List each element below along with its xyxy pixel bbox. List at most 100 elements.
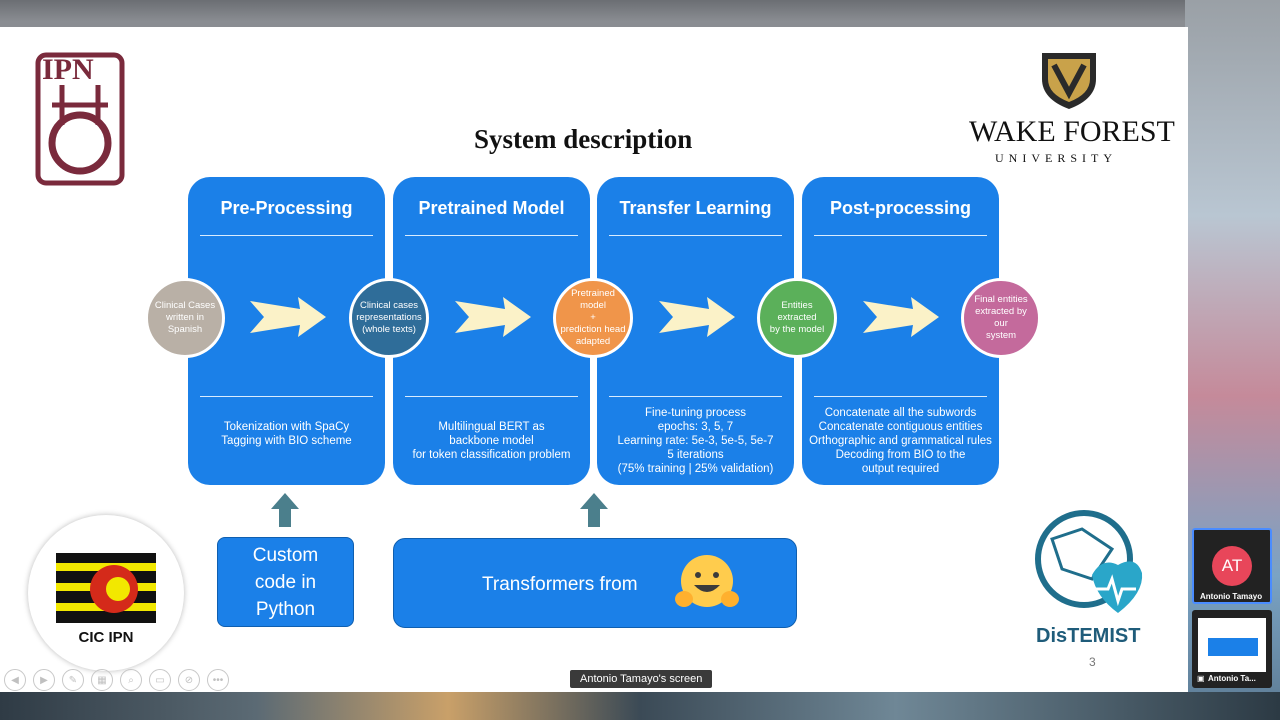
up-arrow-icon — [580, 493, 608, 527]
column-text-line: 5 iterations — [667, 449, 724, 461]
column-text-line: for token classification problem — [412, 449, 571, 461]
subtitles-icon: ▭ — [155, 674, 165, 686]
circle-line: Clinical cases — [359, 300, 419, 311]
python-box-line: Custom — [252, 544, 319, 566]
column-text-line: backbone model — [449, 435, 534, 447]
participant-tile-antonio[interactable]: Antonio Tamayo — [1192, 528, 1272, 604]
column-text: Tokenization with SpaCy Tagging with BIO… — [194, 420, 379, 448]
column-text-line: Tokenization with SpaCy — [223, 421, 350, 433]
column-text-line: Tagging with BIO scheme — [221, 435, 352, 447]
participant-name: Antonio Ta... — [1208, 674, 1256, 683]
column-text-line: Learning rate: 5e-3, 5e-5, 5e-7 — [617, 435, 774, 447]
subtitles-button[interactable]: ▭ — [149, 669, 171, 691]
thumbnail-slide-blocks — [1208, 638, 1258, 656]
zoom-icon: ⌕ — [128, 674, 134, 686]
divider — [609, 235, 782, 236]
participant-tile-screen[interactable]: ▣ Antonio Ta... — [1192, 610, 1272, 688]
cic-ipn-logo: CIC IPN — [28, 515, 184, 671]
screen-share-icon: ▣ — [1197, 674, 1205, 683]
distemist-label: DisTEMIST — [1036, 625, 1141, 647]
pen-icon: ✎ — [68, 674, 78, 686]
divider — [200, 235, 373, 236]
cic-ipn-label: CIC IPN — [78, 629, 134, 646]
divider — [405, 235, 578, 236]
flow-arrow-icon — [250, 297, 326, 337]
more-icon: ••• — [212, 674, 224, 686]
shared-slide: IPN WAKE FOREST UNIVERSITY System descri… — [0, 27, 1188, 692]
flow-arrow-icon — [455, 297, 531, 337]
participant-name: Antonio Tamayo — [1200, 592, 1263, 601]
circle-line: Spanish — [167, 324, 203, 335]
distemist-logo: DisTEMIST — [1030, 509, 1150, 654]
circle-line: by the model — [769, 324, 825, 335]
slides-button[interactable]: ▦ — [91, 669, 113, 691]
prev-slide-button[interactable]: ◀ — [4, 669, 26, 691]
screen-share-caption: Antonio Tamayo's screen — [570, 670, 713, 688]
divider — [609, 396, 782, 397]
circle-line: adapted — [575, 336, 611, 347]
circle-line: Pretrained — [571, 288, 615, 299]
chevron-right-icon: ▶ — [40, 674, 48, 686]
ipn-logo-text: IPN — [42, 53, 94, 86]
column-text-line: Fine-tuning process — [645, 407, 746, 419]
slides-icon: ▦ — [97, 674, 107, 686]
circle-line: prediction head — [560, 324, 626, 335]
column-text-line: epochs: 3, 5, 7 — [657, 421, 734, 433]
circle-line: (whole texts) — [362, 324, 416, 335]
column-heading: Pretrained Model — [418, 198, 565, 218]
column-text-line: Decoding from BIO to the — [835, 449, 966, 461]
python-box-line: code in — [254, 571, 317, 593]
transformers-box: Transformers from — [393, 538, 797, 628]
flow-arrow-icon — [659, 297, 735, 337]
column-text-line: Concatenate contiguous entities — [818, 421, 983, 433]
custom-python-box: Custom code in Python — [217, 537, 354, 627]
hugging-face-icon — [675, 555, 739, 607]
more-options-button[interactable]: ••• — [207, 669, 229, 691]
python-box-line: Python — [255, 598, 316, 620]
zoom-button[interactable]: ⌕ — [120, 669, 142, 691]
column-text: Concatenate all the subwords Concatenate… — [808, 406, 993, 476]
column-heading: Pre-Processing — [220, 198, 353, 218]
up-arrow-icon — [271, 493, 299, 527]
column-heading: Transfer Learning — [619, 198, 772, 218]
circle-line: model — [580, 300, 606, 311]
circle-line: representations — [356, 312, 422, 323]
circle-line: extracted by our — [975, 306, 1027, 329]
globe-heart-icon — [1035, 510, 1143, 613]
chevron-left-icon: ◀ — [11, 674, 19, 686]
avatar: AT — [1212, 546, 1252, 586]
column-text-line: Multilingual BERT as — [438, 421, 545, 433]
divider — [814, 396, 987, 397]
circle-line: written in — [165, 312, 204, 323]
divider — [405, 396, 578, 397]
flow-arrow-icon — [863, 297, 939, 337]
camera-button[interactable]: ⊘ — [178, 669, 200, 691]
page-number: 3 — [1089, 655, 1096, 669]
shield-icon — [1042, 53, 1096, 109]
circle-line: + — [590, 312, 596, 323]
circle-line: Final entities — [974, 294, 1028, 305]
background-bottom — [0, 692, 1280, 720]
circle-line: extracted — [777, 312, 817, 323]
divider — [200, 396, 373, 397]
circle-line: system — [985, 330, 1017, 341]
camera-off-icon: ⊘ — [184, 674, 194, 686]
column-text: Multilingual BERT as backbone model for … — [399, 420, 584, 462]
pen-button[interactable]: ✎ — [62, 669, 84, 691]
cic-emblem-icon — [56, 553, 156, 623]
divider — [814, 235, 987, 236]
ipn-logo: IPN — [32, 45, 128, 195]
wake-forest-university: UNIVERSITY — [995, 151, 1117, 165]
column-text-line: Orthographic and grammatical rules — [809, 435, 992, 447]
screen-thumbnail — [1198, 618, 1266, 672]
circle-line: Clinical Cases — [154, 300, 216, 311]
slide-title: System description — [474, 124, 693, 154]
transformers-label: Transformers from — [482, 574, 638, 595]
column-text: Fine-tuning process epochs: 3, 5, 7 Lear… — [603, 406, 788, 476]
next-slide-button[interactable]: ▶ — [33, 669, 55, 691]
